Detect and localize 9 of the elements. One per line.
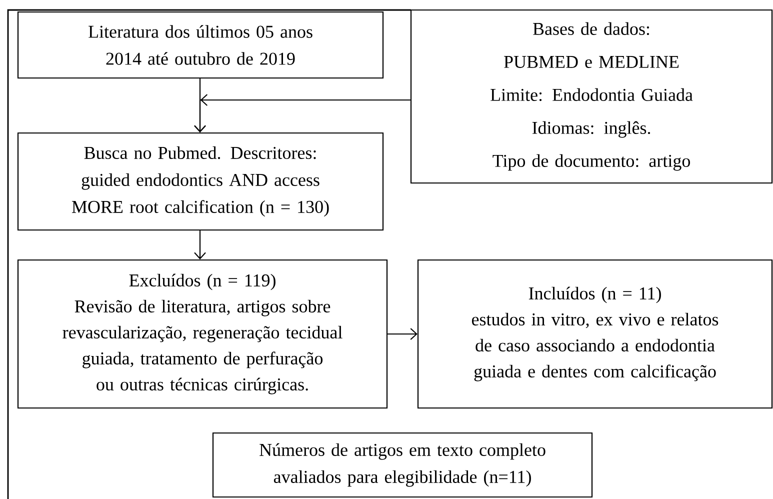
arrow xyxy=(388,328,418,340)
process-box: Bases de dados: PUBMED e MEDLINE Limite: Endodontia Guiada Idiomas: inglês. Tipo de documento: artigo xyxy=(410,9,773,184)
arrow xyxy=(194,230,206,260)
process-box: Incluídos (n = 11) estudos in vitro, ex vivo e relatos de caso associando a endodontia guiada e dentes com calcificação xyxy=(417,259,773,409)
arrow xyxy=(194,94,410,132)
process-box: Busca no Pubmed. Descritores: guided endodontics AND access MORE root calcification (n = 130) xyxy=(17,132,384,231)
process-box: Excluídos (n = 119) Revisão de literatura, artigos sobre revascularização, regeneração tecidual guiada, tratamento de perfuração ou outras técnicas cirúrgicas. xyxy=(17,259,388,409)
process-box: Literatura dos últimos 05 anos 2014 até outubro de 2019 xyxy=(17,11,384,79)
process-box: Números de artigos em texto completo avaliados para elegibilidade (n=11) xyxy=(212,432,593,498)
